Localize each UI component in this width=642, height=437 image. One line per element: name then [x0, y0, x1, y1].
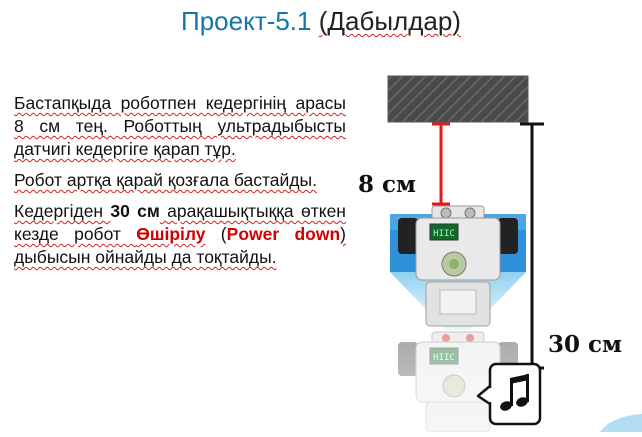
p3-sound-kz: Өшірілу	[136, 224, 206, 244]
paragraph-move-text: Робот артқа қарай қозғала бастайды.	[14, 170, 317, 190]
distance-diagram: 8 см 30 см HIIC	[350, 60, 642, 433]
p3-distance: 30 см	[110, 201, 160, 221]
robot-front: HIIC	[398, 205, 518, 327]
short-distance-marker	[432, 122, 450, 206]
paragraph-start-text: Бастапқыда роботпен кедергінің арасы 8 с…	[14, 93, 346, 159]
p3-part1: Кедергіден	[14, 201, 111, 221]
slide-title: Проект-5.1 (Дабылдар)	[0, 6, 642, 36]
body-text: Бастапқыда роботпен кедергінің арасы 8 с…	[14, 92, 346, 277]
diagram-svg: 8 см 30 см HIIC	[358, 75, 642, 433]
p3-sound-en: Power down	[226, 224, 341, 244]
short-distance-label: 8 см	[358, 171, 416, 198]
paragraph-start: Бастапқыда роботпен кедергінің арасы 8 с…	[14, 92, 346, 161]
title-sub-text: (Дабылдар)	[318, 6, 461, 36]
paragraph-move: Робот артқа қарай қозғала бастайды.	[14, 169, 346, 192]
music-note-icon	[500, 374, 529, 411]
title-main: Проект-5.1	[181, 6, 312, 36]
corner-accent	[600, 414, 642, 432]
p3-part3: (	[205, 224, 227, 244]
p3-part4: ) дыбысын ойнайды да тоқтайды.	[14, 224, 346, 267]
paragraph-stop: Кедергіден 30 см арақашықтыққа өткен кез…	[14, 200, 346, 269]
p3-part2: арақашықтыққа өткен кезде робот	[14, 201, 346, 244]
obstacle-block	[387, 75, 529, 123]
title-sub: (Дабылдар)	[319, 6, 461, 36]
robot-front-screen: HIIC	[433, 229, 455, 239]
long-distance-label: 30 см	[548, 331, 622, 358]
sound-callout	[476, 362, 542, 426]
